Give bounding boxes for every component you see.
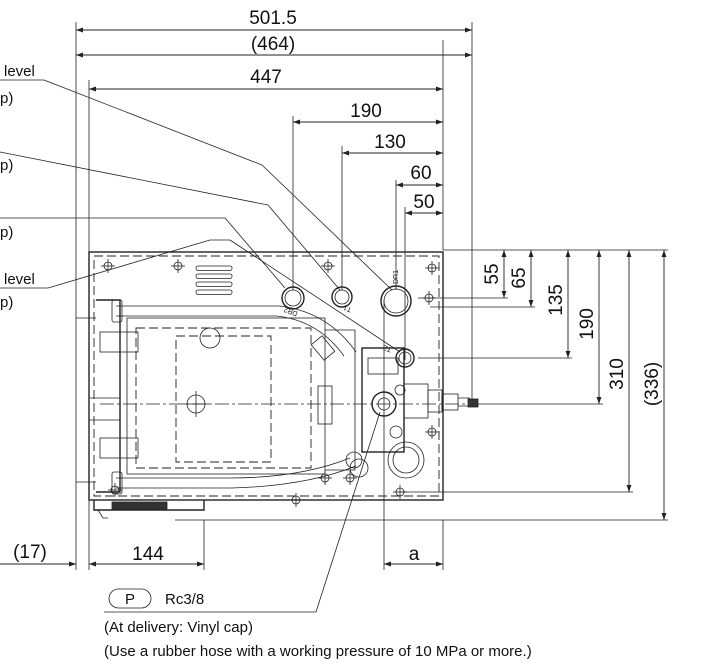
hoses	[111, 299, 369, 495]
note-hose-pressure: (Use a rubber hose with a working pressu…	[104, 643, 532, 660]
callout-p-1: p)	[0, 90, 13, 107]
dim-a: a	[409, 544, 420, 565]
note-delivery: (At delivery: Vinyl cap)	[104, 619, 253, 636]
p-port-leader	[315, 411, 381, 613]
dim-310: 310	[607, 358, 628, 390]
callout-level-2: level	[4, 271, 35, 288]
dimension-values: 501.5 (464) 447 190 130 60 50 (17) 144 a…	[13, 8, 663, 565]
callout-leaders	[0, 79, 401, 353]
port-p-letter: P	[125, 591, 135, 608]
mounting-holes	[101, 259, 439, 507]
dim-overall-length: 501.5	[249, 8, 297, 29]
motor-assembly	[89, 317, 478, 475]
dim-dr1-position: 60	[410, 163, 431, 184]
extension-lines	[75, 22, 668, 570]
dim-55: 55	[482, 263, 503, 284]
callout-p-4: p)	[0, 294, 13, 311]
callout-p-2: p)	[0, 157, 13, 174]
dim-65: 65	[509, 267, 530, 288]
port-p-symbol	[108, 588, 152, 609]
ports: DR2 T1 DR1 T2	[281, 270, 415, 368]
svg-text:DR2: DR2	[283, 305, 299, 316]
dim-dr2-position: 190	[350, 101, 382, 122]
p-port-note: P Rc3/8 (At delivery: Vinyl cap) (Use a …	[104, 588, 532, 660]
louver-vent	[195, 265, 233, 295]
dim-reference-length: (464)	[251, 34, 295, 55]
tank-outline	[76, 251, 444, 519]
dim-left-offset: (17)	[13, 542, 47, 563]
dim-base-length: 447	[250, 67, 282, 88]
dim-135: 135	[546, 284, 567, 316]
svg-text:T1: T1	[343, 303, 353, 312]
port-t1: T1	[331, 286, 353, 313]
callout-level-1: level	[4, 63, 35, 80]
valve-manifold	[345, 347, 479, 479]
svg-text:DR1: DR1	[393, 270, 400, 284]
dim-t1-position: 130	[374, 132, 406, 153]
port-dr1: DR1	[380, 270, 412, 317]
port-dr2: DR2	[281, 286, 305, 317]
dimension-lines	[0, 27, 667, 567]
dim-t2-position: 50	[413, 192, 434, 213]
callout-p-3: p)	[0, 224, 13, 241]
port-p-thread: Rc3/8	[165, 591, 204, 608]
dim-foot-width: 144	[132, 544, 164, 565]
dim-336: (336)	[642, 362, 663, 406]
dim-190-vertical: 190	[577, 308, 598, 340]
